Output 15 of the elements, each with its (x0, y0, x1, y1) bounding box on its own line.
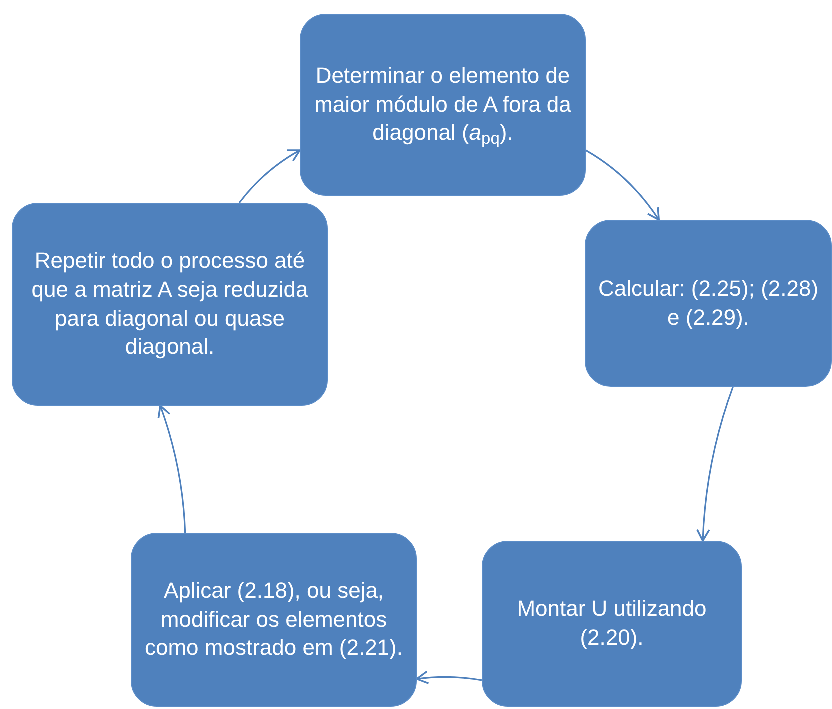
curved-arrow (586, 150, 660, 221)
process-box (131, 533, 417, 707)
box-text: Aplicar (2.18), ou seja, modificar os elementos como mostrado em (2.21). (144, 577, 404, 662)
curved-arrow (238, 150, 301, 204)
curved-arrow (416, 670, 482, 685)
process-box (482, 541, 742, 707)
curved-arrow (158, 405, 186, 534)
process-box (12, 203, 328, 406)
box-text: Repetir todo o processo até que a matriz A seja reduzida para diagonal ou quase diagonal. (30, 247, 310, 362)
box-text: Determinar o elemento de maior módulo de A fora da diagonal (a$_{pq}$). (314, 62, 572, 148)
curved-arrow (696, 386, 734, 542)
process-box (585, 220, 832, 387)
box-text: Calcular: (2.25); (2.28) e (2.29). (598, 274, 819, 332)
process-box (300, 14, 586, 196)
box-text: Montar U utilizando (2.20). (516, 595, 708, 652)
